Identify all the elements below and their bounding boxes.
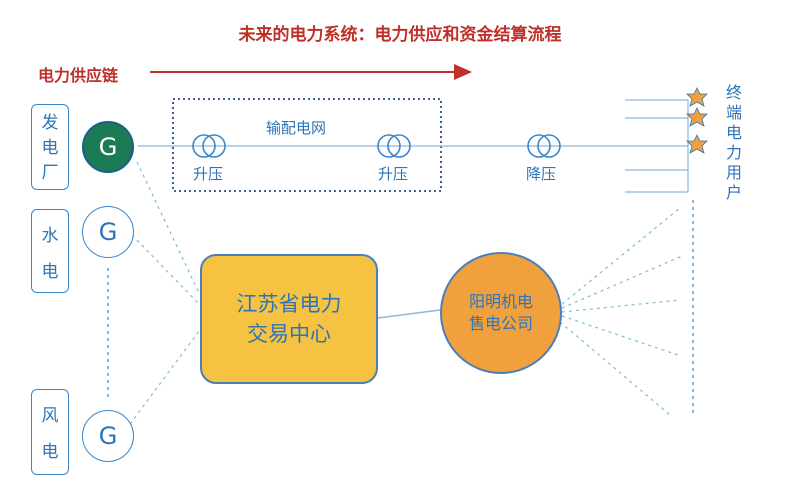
source-box-wind: 风 电 xyxy=(31,389,69,475)
source-char: 厂 xyxy=(41,163,59,183)
source-box-power-plant: 发 电 厂 xyxy=(31,104,69,190)
trading-center-line: 江苏省电力 xyxy=(236,292,342,316)
retail-company-line: 阳明机电 xyxy=(468,292,533,311)
end-user-char: 端 xyxy=(725,103,742,122)
retail-company-line: 售电公司 xyxy=(468,314,533,333)
star-icon xyxy=(686,107,708,127)
transformer-step-up-2 xyxy=(377,134,411,158)
source-char: 风 xyxy=(41,406,59,426)
source-char: 电 xyxy=(41,262,59,282)
end-user-char: 户 xyxy=(725,183,742,202)
source-char: 电 xyxy=(41,442,59,462)
source-box-hydro: 水 电 xyxy=(31,209,69,293)
star-icon xyxy=(686,87,708,107)
source-char: 发 xyxy=(41,113,59,133)
retail-company-circle: 阳明机电 售电公司 xyxy=(440,252,562,374)
end-users-label: 终 端 电 力 用 户 xyxy=(722,83,746,203)
supply-chain-label: 电力供应链 xyxy=(38,66,119,85)
generator-icon: G xyxy=(82,410,134,462)
end-user-char: 用 xyxy=(725,163,742,182)
generator-icon: G xyxy=(82,121,134,173)
step-up-label-1: 升压 xyxy=(193,165,224,183)
source-char: 电 xyxy=(41,138,59,158)
end-user-char: 力 xyxy=(725,143,742,162)
trading-center-line: 交易中心 xyxy=(247,322,331,346)
grid-label: 输配电网 xyxy=(266,119,327,137)
page-title: 未来的电力系统：电力供应和资金结算流程 xyxy=(238,25,562,45)
exchange-retailer-link xyxy=(377,309,441,319)
star-icon xyxy=(686,134,708,154)
trading-center-box: 江苏省电力 交易中心 xyxy=(200,254,378,384)
generator-icon: G xyxy=(82,206,134,258)
transformer-step-down xyxy=(527,134,561,158)
step-down-label: 降压 xyxy=(526,165,557,183)
source-char: 水 xyxy=(41,226,59,246)
end-user-char: 终 xyxy=(725,83,742,102)
settlement-lines xyxy=(107,161,694,425)
end-user-char: 电 xyxy=(725,123,742,142)
step-up-label-2: 升压 xyxy=(378,165,409,183)
transformer-step-up-1 xyxy=(192,134,226,158)
end-user-stars xyxy=(686,87,708,154)
